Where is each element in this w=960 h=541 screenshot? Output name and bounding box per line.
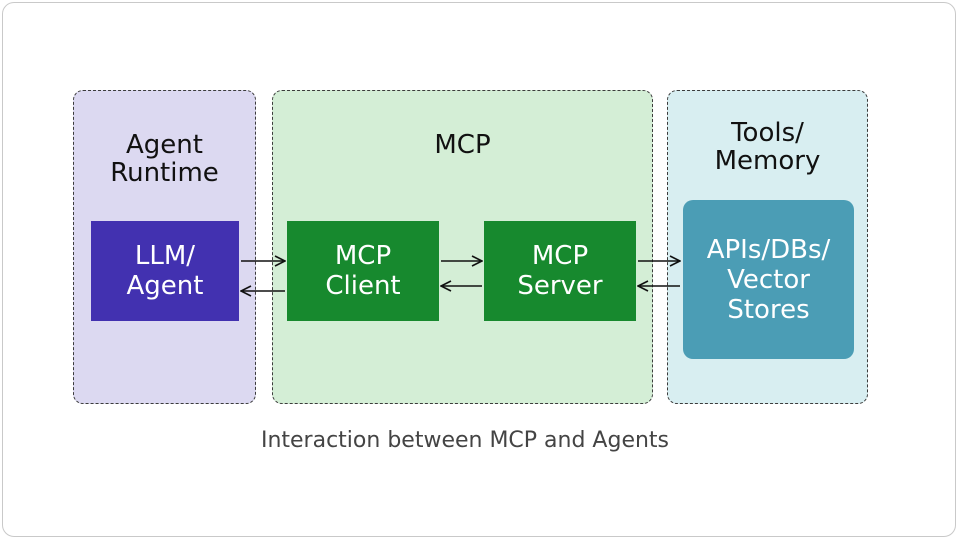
mcp-server-node: MCP Server [484,221,636,321]
apis-dbs-vector-stores-node: APIs/DBs/ Vector Stores [683,200,854,359]
agent-runtime-title: Agent Runtime [110,130,219,188]
arrow-client-to-server [441,261,482,286]
arrow-llm-to-client [241,261,285,291]
tools-memory-title: Tools/ Memory [714,118,821,176]
mcp-title: MCP [434,130,491,160]
figure-caption: Interaction between MCP and Agents [260,428,670,453]
llm-agent-node: LLM/ Agent [91,221,239,321]
mcp-client-node: MCP Client [287,221,439,321]
arrow-server-to-tools [638,261,680,286]
agent-runtime-region: Agent Runtime [73,90,256,404]
